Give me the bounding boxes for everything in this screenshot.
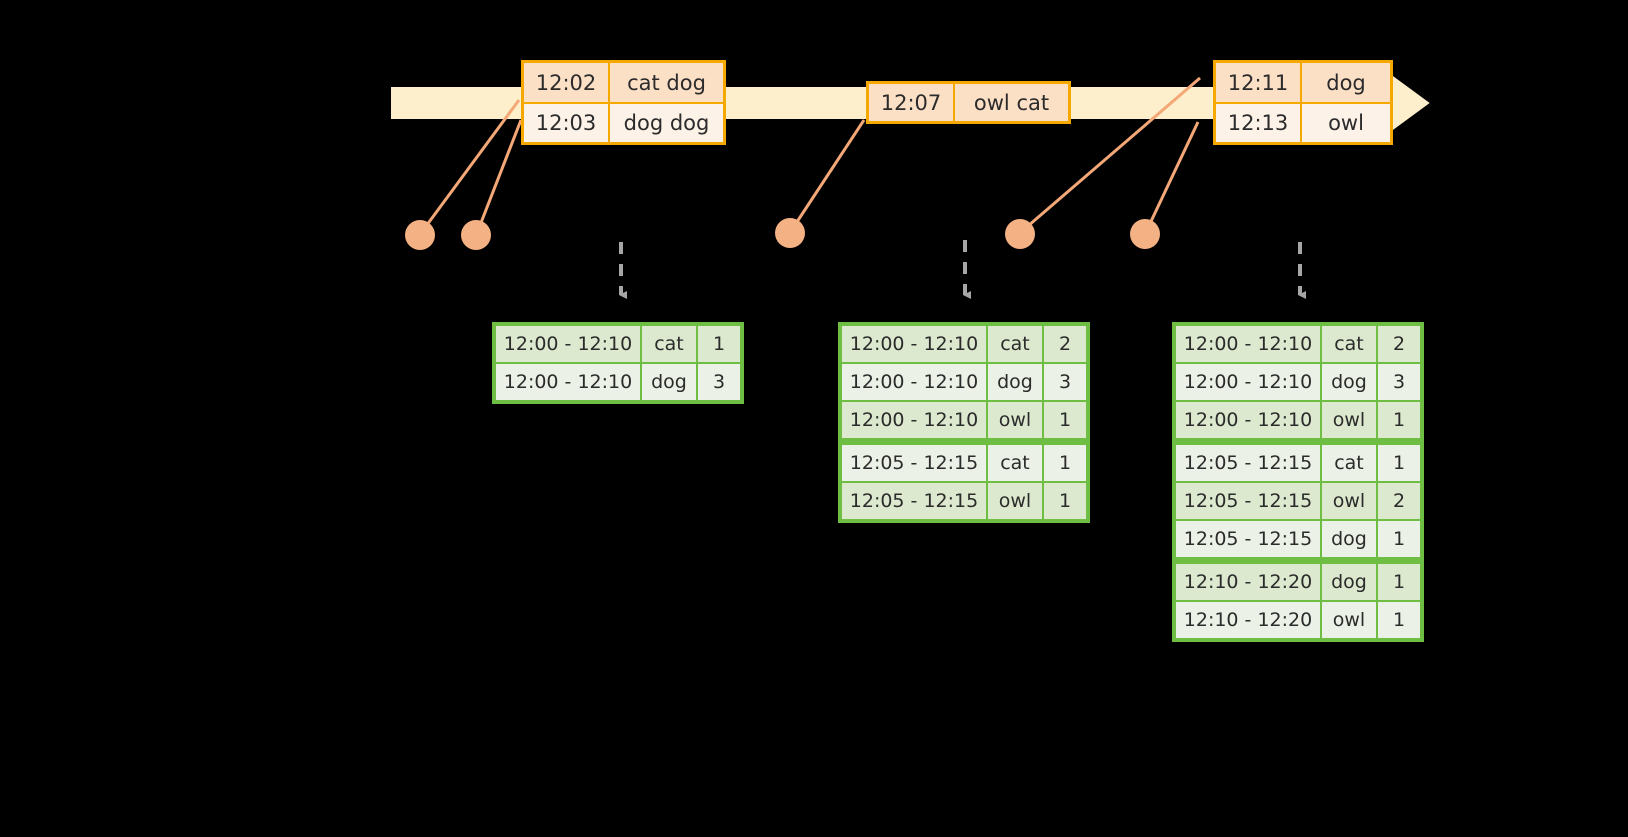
event-value: cat dog xyxy=(627,70,706,95)
table-cell-count: 3 xyxy=(698,364,740,400)
table-cell-window: 12:00 - 12:10 xyxy=(842,402,986,438)
table-cell-window: 12:05 - 12:15 xyxy=(1176,445,1320,481)
table-cell-count: 1 xyxy=(1378,402,1420,438)
table-cell-key: owl xyxy=(1322,483,1376,519)
table-cell-count: 1 xyxy=(1044,483,1086,519)
table-cell-key: cat xyxy=(988,326,1042,362)
connector-line-2 xyxy=(475,119,523,234)
connector-line-3 xyxy=(789,119,866,232)
event-row[interactable]: 12:07 owl cat xyxy=(869,84,1068,121)
table-cell-window: 12:00 - 12:10 xyxy=(496,326,640,362)
table-cell-key: owl xyxy=(1322,602,1376,638)
table-cell-count: 1 xyxy=(1044,402,1086,438)
event-value: dog xyxy=(1326,70,1366,95)
watermark-dot-3 xyxy=(775,218,805,248)
table-cell-count: 1 xyxy=(1378,602,1420,638)
table-cell-window: 12:00 - 12:10 xyxy=(1176,326,1320,362)
table-cell-key: cat xyxy=(1322,326,1376,362)
connector-line-5 xyxy=(1144,121,1200,233)
event-group-3[interactable]: 12:11 dog 12:13 owl xyxy=(1213,60,1393,145)
event-time: 12:02 xyxy=(524,63,610,103)
event-time: 12:03 xyxy=(524,104,610,142)
table-cell-key: dog xyxy=(988,364,1042,400)
event-row[interactable]: 12:02 cat dog xyxy=(524,63,723,103)
table-cell-window: 12:10 - 12:20 xyxy=(1176,602,1320,638)
table-cell-key: cat xyxy=(1322,445,1376,481)
table-cell-window: 12:05 - 12:15 xyxy=(1176,521,1320,557)
event-value: owl xyxy=(1328,111,1364,136)
event-row[interactable]: 12:13 owl xyxy=(1216,102,1390,142)
table-cell-key: owl xyxy=(1322,402,1376,438)
event-row[interactable]: 12:11 dog xyxy=(1216,63,1390,103)
trigger-dots xyxy=(405,218,1160,250)
table-cell-window: 12:00 - 12:10 xyxy=(842,364,986,400)
table-cell-key: dog xyxy=(1322,521,1376,557)
table-cell-count: 2 xyxy=(1378,326,1420,362)
table-cell-count: 2 xyxy=(1044,326,1086,362)
table-cell-count: 1 xyxy=(1044,445,1086,481)
table-group-separator xyxy=(842,440,1086,443)
table-cell-window: 12:00 - 12:10 xyxy=(1176,364,1320,400)
table-cell-key: cat xyxy=(988,445,1042,481)
event-group-1[interactable]: 12:02 cat dog 12:03 dog dog xyxy=(521,60,726,145)
table-cell-key: owl xyxy=(988,483,1042,519)
table-cell-window: 12:05 - 12:15 xyxy=(842,483,986,519)
table-cell-window: 12:00 - 12:10 xyxy=(496,364,640,400)
table-cell-window: 12:00 - 12:10 xyxy=(1176,402,1320,438)
table-cell-count: 2 xyxy=(1378,483,1420,519)
event-group-2[interactable]: 12:07 owl cat xyxy=(866,81,1071,124)
connector-line-1 xyxy=(419,99,521,234)
table-cell-key: owl xyxy=(988,402,1042,438)
watermark-dot-1 xyxy=(405,220,435,250)
table-cell-key: cat xyxy=(642,326,696,362)
watermark-dot-2 xyxy=(461,220,491,250)
table-group-separator xyxy=(1176,559,1420,562)
table-cell-window: 12:00 - 12:10 xyxy=(842,326,986,362)
event-value: dog dog xyxy=(623,111,710,136)
emit-arrows xyxy=(619,240,1306,299)
table-cell-count: 1 xyxy=(1378,564,1420,600)
event-time: 12:13 xyxy=(1216,104,1302,142)
table-cell-count: 1 xyxy=(698,326,740,362)
event-time: 12:07 xyxy=(869,84,955,121)
table-cell-key: dog xyxy=(1322,364,1376,400)
watermark-dot-4 xyxy=(1005,219,1035,249)
table-cell-key: dog xyxy=(1322,564,1376,600)
table-cell-count: 1 xyxy=(1378,445,1420,481)
watermark-dot-5 xyxy=(1130,219,1160,249)
event-value: owl cat xyxy=(973,90,1050,115)
table-cell-count: 3 xyxy=(1044,364,1086,400)
table-cell-window: 12:10 - 12:20 xyxy=(1176,564,1320,600)
table-cell-count: 3 xyxy=(1378,364,1420,400)
table-group-separator xyxy=(1176,440,1420,443)
event-time: 12:11 xyxy=(1216,63,1302,103)
table-cell-count: 1 xyxy=(1378,521,1420,557)
table-cell-window: 12:05 - 12:15 xyxy=(842,445,986,481)
table-cell-window: 12:05 - 12:15 xyxy=(1176,483,1320,519)
table-cell-key: dog xyxy=(642,364,696,400)
event-row[interactable]: 12:03 dog dog xyxy=(524,102,723,142)
